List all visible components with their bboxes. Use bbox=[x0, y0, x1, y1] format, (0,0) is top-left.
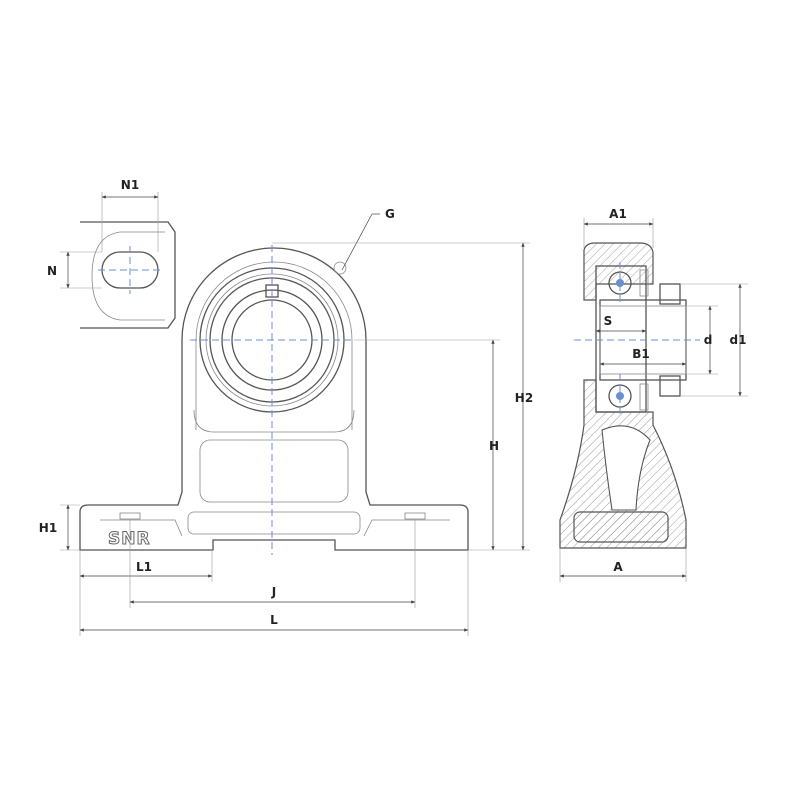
slot-detail-view bbox=[80, 221, 176, 329]
label-g: G bbox=[385, 207, 395, 221]
label-h2: H2 bbox=[515, 391, 533, 405]
label-a: A bbox=[613, 560, 623, 574]
label-l1: L1 bbox=[136, 560, 152, 574]
label-b1: B1 bbox=[632, 347, 650, 361]
label-n1: N1 bbox=[121, 178, 139, 192]
dimension-l1: L1 bbox=[79, 550, 213, 582]
label-d1: d1 bbox=[730, 333, 747, 347]
dimension-n: N bbox=[47, 251, 102, 289]
brand-logo: SNR bbox=[108, 529, 151, 549]
label-n: N bbox=[47, 264, 57, 278]
dimension-h2: H2 bbox=[272, 242, 533, 551]
dimension-h1: H1 bbox=[39, 504, 80, 551]
dimension-g: G bbox=[341, 207, 395, 271]
dimension-a1: A1 bbox=[583, 207, 654, 248]
dimension-b1: B1 bbox=[599, 347, 687, 366]
dimension-j: J bbox=[129, 519, 416, 608]
dimension-l: L bbox=[79, 550, 469, 636]
label-h: H bbox=[489, 439, 499, 453]
label-h1: H1 bbox=[39, 521, 57, 535]
label-s: S bbox=[604, 314, 613, 328]
side-section-view bbox=[559, 242, 700, 549]
dimension-n1: N1 bbox=[101, 178, 159, 252]
label-d: d bbox=[704, 333, 713, 347]
dimension-d1: d1 bbox=[680, 283, 748, 397]
dimension-h: H bbox=[354, 339, 500, 551]
label-a1: A1 bbox=[609, 207, 627, 221]
dimension-s: S bbox=[595, 314, 647, 333]
dimension-d: d bbox=[686, 305, 718, 375]
label-l: L bbox=[270, 613, 278, 627]
front-view bbox=[79, 245, 469, 555]
label-j: J bbox=[271, 585, 276, 599]
dimension-a: A bbox=[559, 548, 687, 582]
